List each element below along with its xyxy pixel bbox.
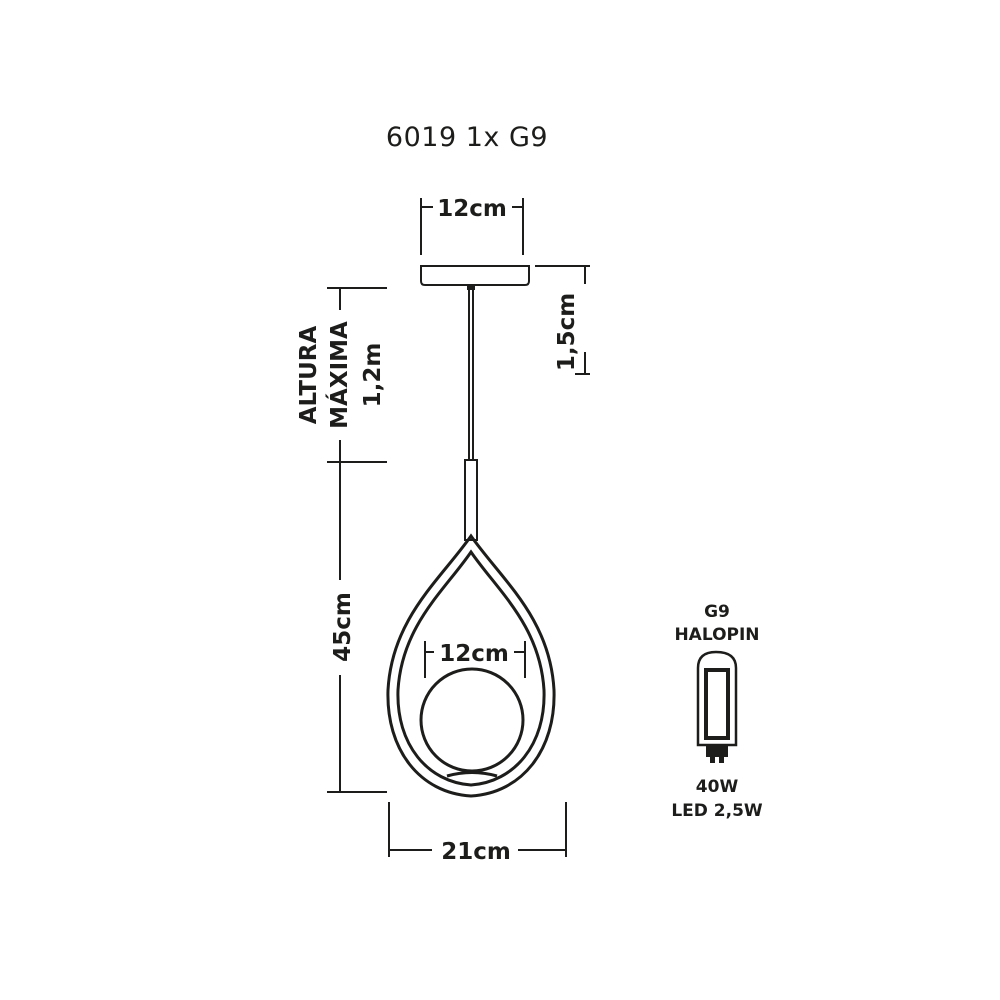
max-height-label-line2: MÁXIMA (325, 321, 353, 429)
bulb-power-label: 40W (696, 777, 739, 797)
bulb-type-label: G9 (704, 602, 730, 622)
body-height-dimension (327, 490, 387, 793)
max-height-label-line3: 1,2m (360, 343, 386, 408)
globe-width-label: 12cm (439, 641, 509, 667)
body-height-label: 45cm (330, 592, 356, 662)
cable (468, 290, 474, 460)
canopy (420, 265, 530, 290)
body-width-label: 21cm (441, 839, 511, 865)
product-title: 6019 1x G9 (385, 122, 549, 153)
canopy-width-dimension (420, 198, 524, 255)
stem (464, 459, 478, 541)
g9-bulb-icon (696, 650, 738, 763)
canopy-width-label: 12cm (437, 196, 507, 222)
canopy-height-dimension (535, 265, 590, 375)
body-width-dimension (388, 802, 567, 857)
max-height-label-line1: ALTURA (296, 326, 322, 425)
glass-globe (419, 667, 525, 778)
bulb-led-label: LED 2,5W (671, 801, 763, 821)
globe-width-dimension (424, 641, 526, 678)
max-height-dimension (327, 287, 387, 490)
canopy-height-label: 1,5cm (554, 293, 580, 371)
teardrop-frame (386, 533, 556, 798)
bulb-name-label: HALOPIN (674, 625, 759, 645)
